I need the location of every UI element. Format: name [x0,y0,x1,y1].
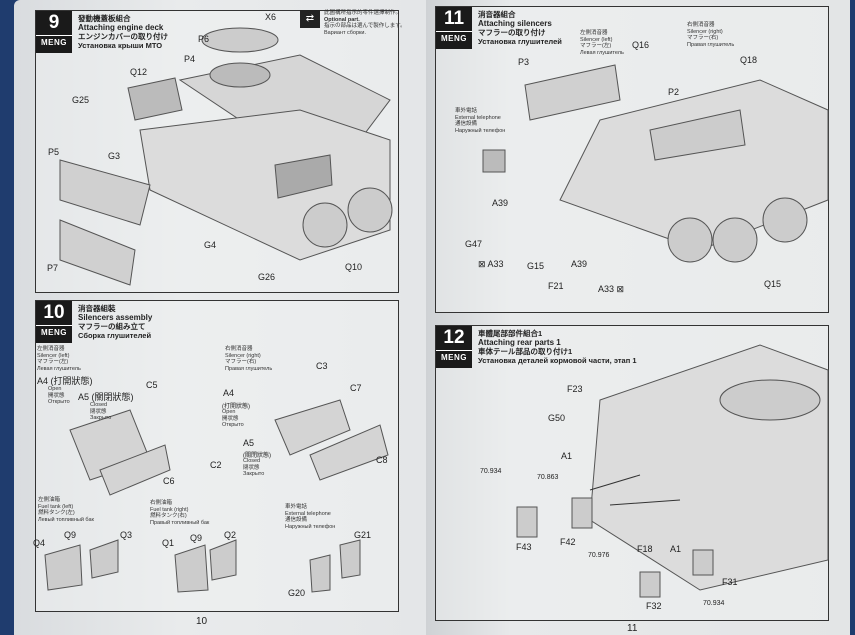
part-label: P4 [184,54,196,64]
part-label: F18 [637,544,653,554]
part-label: Q4 [33,538,46,548]
part-label: G50 [548,413,566,423]
part-label: F21 [548,281,564,291]
part-label: G3 [108,151,121,161]
part-label: G21 [354,530,372,540]
part-label: P5 [48,147,60,157]
part-label: Q16 [632,40,650,50]
part-label: G20 [288,588,306,598]
part-label: G26 [258,272,276,282]
part-label: C5 [146,380,158,390]
part-label: Q15 [764,279,782,289]
part-label: C6 [163,476,175,486]
part-label: G4 [204,240,217,250]
part-label: A4 (打開狀態) [37,376,93,386]
part-label: P3 [518,57,530,67]
part-label: G25 [72,95,90,105]
page-number-left: 10 [196,616,208,627]
no-glue-icon: ⊠ [478,259,488,269]
part-label: (打開狀態) [222,404,250,410]
part-label: 70.976 [588,552,610,559]
part-label: A33 ⊠ [598,284,625,294]
part-label: A1 [561,451,573,461]
part-label: Q9 [64,530,77,540]
part-label: C3 [316,361,328,371]
part-label: F23 [567,384,583,394]
part-label: Q10 [345,262,363,272]
part-label: P6 [198,34,210,44]
part-label: Q9 [190,533,203,543]
part-label: Q18 [740,55,758,65]
part-label: 70.934 [703,600,725,607]
part-label: Q2 [224,530,237,540]
part-label: A39 [571,259,588,269]
part-label: C2 [210,460,222,470]
no-glue-icon: ⊠ [614,284,625,294]
part-label: F42 [560,537,576,547]
part-label: A4 [223,388,235,398]
part-label: C8 [376,455,388,465]
part-label: A39 [492,198,509,208]
part-label: X6 [265,12,277,22]
part-label: C7 [350,383,362,393]
part-label: A1 [670,544,682,554]
part-label: Q1 [162,538,175,548]
part-label: 70.934 [480,468,502,475]
part-label: 70.863 [537,474,559,481]
part-label: A5 [243,438,255,448]
part-label: A5 (關閉狀態) [78,392,134,402]
part-label: P7 [47,263,59,273]
page-number-right: 11 [627,623,638,634]
part-label: G15 [527,261,545,271]
arrows-swap-icon: ⇄ [300,10,320,28]
part-label: (關閉狀態) [243,453,271,459]
part-label: F43 [516,542,532,552]
part-label: G47 [465,239,483,249]
part-label: ⊠ A33 [478,259,504,269]
part-label: P2 [668,87,680,97]
optional-part-legend: ⇄ 此圖構所指示的零件選擇制作。Optional part.指示の部品は選んで製… [300,10,406,36]
part-label: F32 [646,601,662,611]
part-label: Q3 [120,530,133,540]
part-label: F31 [722,577,738,587]
part-label: Q12 [130,67,148,77]
